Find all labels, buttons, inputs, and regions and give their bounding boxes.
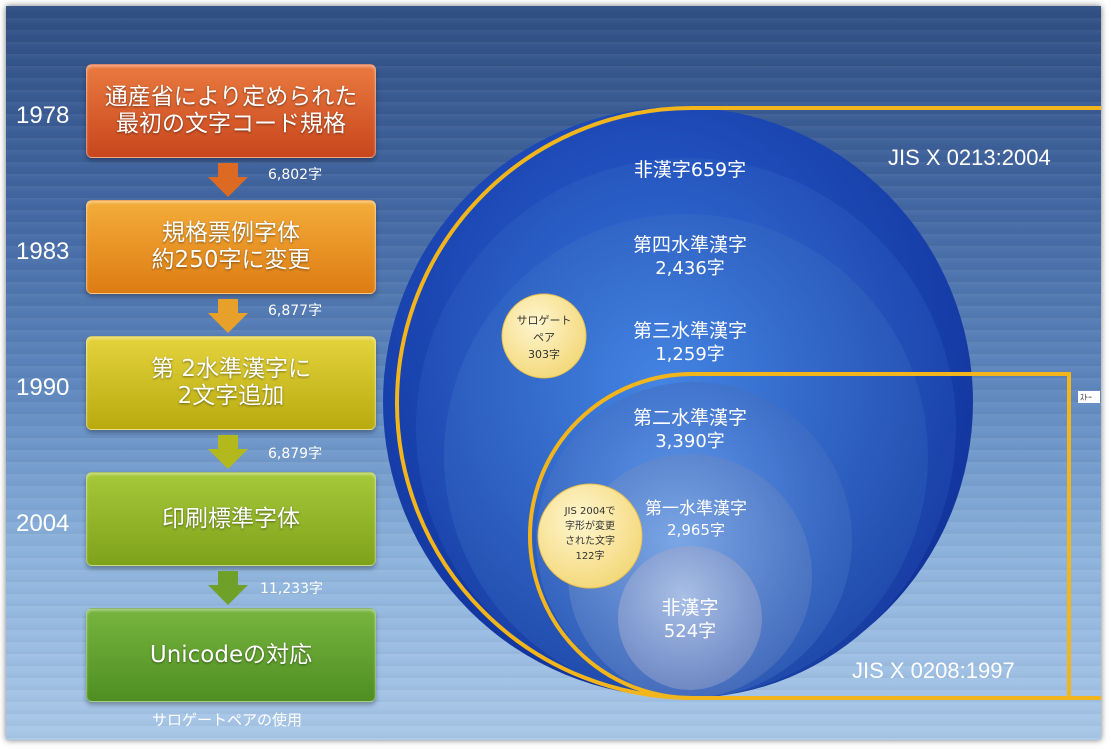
count-label: 11,233字 bbox=[260, 581, 323, 597]
timeline-box-1983: 規格票例字体 約250字に変更 bbox=[86, 200, 376, 294]
ring-count: 524字 bbox=[664, 621, 716, 642]
timeline-box-2004-line1: 印刷標準字体 bbox=[162, 505, 300, 532]
bubble-label: 字形が変更 bbox=[565, 519, 615, 532]
ring-label: 第四水準漢字 bbox=[633, 234, 747, 256]
timeline-box-1983-line1: 規格票例字体 bbox=[162, 220, 300, 246]
label-jis-x0213: JIS X 0213:2004 bbox=[888, 145, 1051, 170]
ring-label: 第一水準漢字 bbox=[645, 499, 747, 519]
bubble-count: 303字 bbox=[528, 347, 560, 361]
ring-count: 2,436字 bbox=[655, 258, 725, 279]
ring-label: 非漢字659字 bbox=[634, 159, 746, 181]
bubble-label: ペア bbox=[533, 331, 555, 344]
year-1990: 1990 bbox=[16, 374, 70, 401]
down-arrow-icon bbox=[208, 435, 248, 469]
timeline-box-1978-line2: 最初の文字コード規格 bbox=[116, 111, 346, 137]
slide-canvas: 1978 1983 1990 2004 通産省により定められた 最初の文字コード… bbox=[6, 6, 1101, 740]
label-jis-x0208: JIS X 0208:1997 bbox=[852, 658, 1015, 683]
jis-nested-diagram: 非漢字659字 第四水準漢字 2,436字 第三水準漢字 1,259字 第二水準… bbox=[383, 106, 1101, 700]
bubble-surrogate-pair bbox=[501, 293, 587, 379]
outline-jis-x0208 bbox=[528, 372, 1071, 700]
bubble-label: サロゲート bbox=[517, 314, 572, 327]
timeline-box-1978: 通産省により定められた 最初の文字コード規格 bbox=[86, 64, 376, 158]
bubble-changed-glyphs bbox=[537, 483, 643, 589]
count-label: 6,802字 bbox=[268, 167, 323, 183]
timeline-box-1990-line1: 第 2水準漢字に bbox=[151, 356, 311, 382]
year-2004: 2004 bbox=[16, 510, 70, 537]
timeline-box-2004: 印刷標準字体 bbox=[86, 472, 376, 566]
timeline-box-1978-line1: 通産省により定められた bbox=[104, 84, 358, 110]
count-label: 6,877字 bbox=[268, 303, 323, 319]
small-tag-text: ｽﾄｰ bbox=[1080, 393, 1092, 402]
outline-jis-x0213 bbox=[395, 106, 1101, 700]
ring-count: 3,390字 bbox=[655, 431, 725, 452]
down-arrow-icon bbox=[208, 163, 248, 197]
ring-label: 第二水準漢字 bbox=[633, 407, 747, 429]
timeline-box-unicode: Unicodeの対応 bbox=[86, 608, 376, 702]
timeline-box-1990-line2: 2文字追加 bbox=[177, 383, 285, 409]
footnote: サロゲートペアの使用 bbox=[152, 711, 303, 729]
bubble-label: された文字 bbox=[565, 534, 615, 547]
small-tag bbox=[1078, 391, 1100, 403]
count-label: 6,879字 bbox=[268, 446, 323, 462]
down-arrow-icon bbox=[208, 571, 248, 605]
year-1983: 1983 bbox=[16, 238, 70, 265]
ring-count: 2,965字 bbox=[667, 521, 725, 539]
bubble-label: JIS 2004で bbox=[564, 506, 616, 517]
timeline-box-1983-line2: 約250字に変更 bbox=[151, 247, 311, 273]
ring-label: 非漢字 bbox=[661, 597, 718, 619]
ring-label: 第三水準漢字 bbox=[633, 320, 747, 342]
timeline-box-unicode-line1: Unicodeの対応 bbox=[149, 641, 313, 668]
bubble-count: 122字 bbox=[575, 549, 604, 562]
year-1978: 1978 bbox=[16, 102, 70, 129]
timeline-box-1990: 第 2水準漢字に 2文字追加 bbox=[86, 336, 376, 430]
ring-count: 1,259字 bbox=[655, 344, 725, 365]
down-arrow-icon bbox=[208, 299, 248, 333]
ring-non-kanji-524 bbox=[618, 546, 762, 690]
